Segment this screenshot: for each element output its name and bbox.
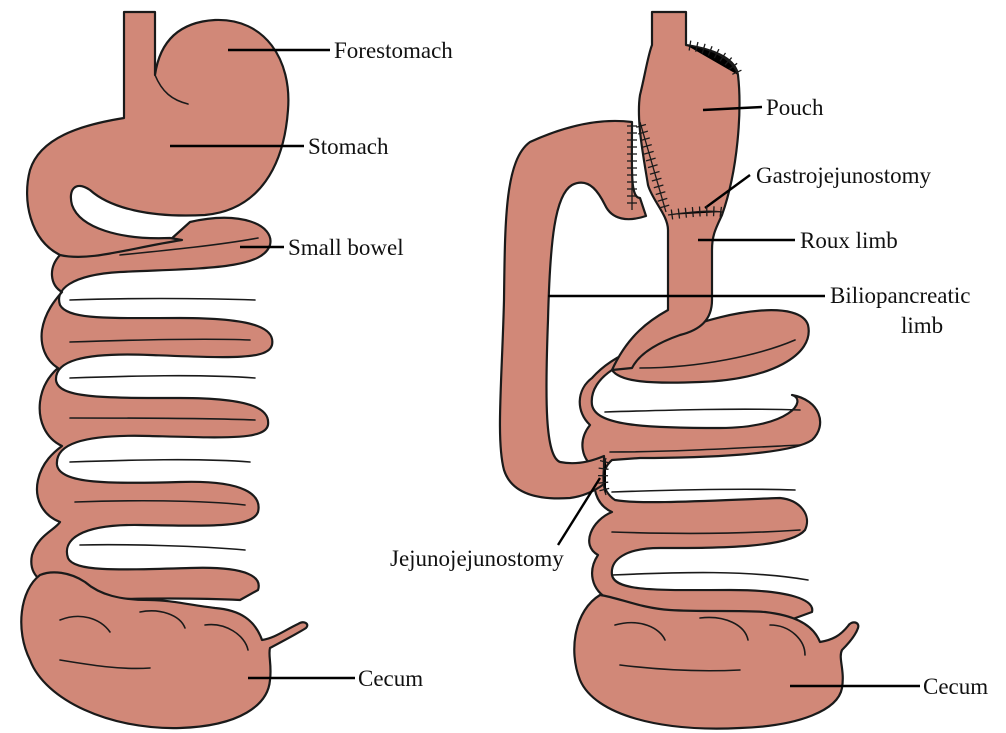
suture-tick [700,207,701,217]
label-biliopancreatic-line1: Biliopancreatic [830,283,971,308]
label-forestomach: Forestomach [334,38,453,63]
label-biliopancreatic-line2: limb [901,313,943,338]
label-small-bowel: Small bowel [288,235,404,260]
label-gastrojejunostomy: Gastrojejunostomy [756,163,932,188]
label-cecum-right: Cecum [923,674,988,699]
small-bowel-loop [31,218,272,600]
label-jejunojejunostomy: Jejunojejunostomy [390,546,564,571]
label-roux-limb: Roux limb [800,228,898,253]
cecum-right [574,595,858,729]
small-bowel-loop-right [580,310,820,620]
label-stomach: Stomach [308,134,389,159]
label-pouch: Pouch [766,95,824,120]
label-cecum-left: Cecum [358,666,423,691]
suture-tick [692,207,693,217]
normal-anatomy-figure [21,12,307,728]
